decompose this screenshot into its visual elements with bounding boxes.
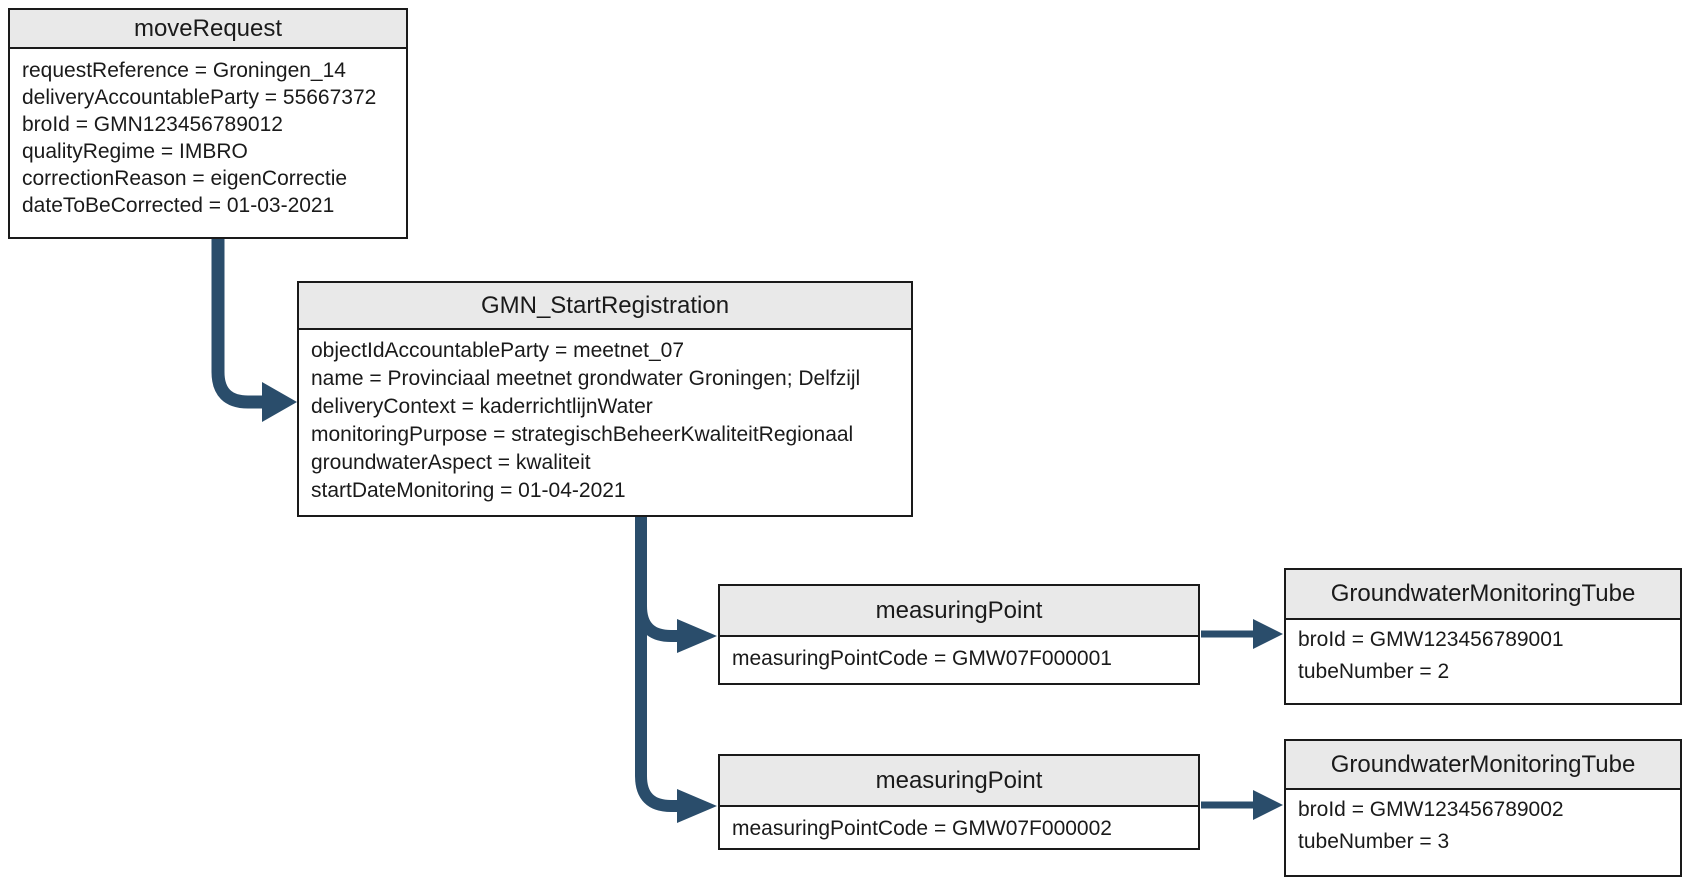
node-move-request-attributes: requestReference = Groningen_14 delivery… xyxy=(10,49,406,227)
node-groundwater-monitoring-tube-2-title: GroundwaterMonitoringTube xyxy=(1286,741,1680,790)
node-move-request-title: moveRequest xyxy=(10,10,406,49)
attribute-tube-number: tubeNumber = 2 xyxy=(1298,660,1450,683)
attribute-monitoring-purpose: monitoringPurpose = strategischBeheerKwa… xyxy=(311,423,854,446)
attribute-name: name = Provinciaal meetnet grondwater Gr… xyxy=(311,367,861,390)
attribute-bro-id: broId = GMW123456789002 xyxy=(1298,798,1564,821)
node-measuring-point-2: measuringPoint measuringPointCode = GMW0… xyxy=(718,754,1200,850)
node-groundwater-monitoring-tube-1-title: GroundwaterMonitoringTube xyxy=(1286,570,1680,620)
connector-moverequest-to-gmn xyxy=(211,239,263,409)
connector-gmn-to-measuringpoint2 xyxy=(635,517,678,812)
attribute-start-date-monitoring: startDateMonitoring = 01-04-2021 xyxy=(311,479,626,502)
arrowhead-measuringpoint2-to-tube2 xyxy=(1253,790,1283,820)
attribute-measuring-point-code: measuringPointCode = GMW07F000001 xyxy=(732,647,1112,670)
node-move-request: moveRequest requestReference = Groningen… xyxy=(8,8,408,239)
attribute-quality-regime: qualityRegime = IMBRO xyxy=(22,140,248,163)
node-groundwater-monitoring-tube-2-attributes: broId = GMW123456789002 tubeNumber = 3 xyxy=(1286,790,1680,866)
attribute-date-to-be-corrected: dateToBeCorrected = 01-03-2021 xyxy=(22,194,335,217)
attribute-bro-id: broId = GMW123456789001 xyxy=(1298,628,1564,651)
attribute-correction-reason: correctionReason = eigenCorrectie xyxy=(22,167,348,190)
arrowhead-gmn-to-measuringpoint2 xyxy=(677,789,717,823)
node-gmn-start-registration-attributes: objectIdAccountableParty = meetnet_07 na… xyxy=(299,330,911,513)
attribute-measuring-point-code: measuringPointCode = GMW07F000002 xyxy=(732,817,1112,840)
node-measuring-point-1-attributes: measuringPointCode = GMW07F000001 xyxy=(720,637,1198,680)
node-measuring-point-1: measuringPoint measuringPointCode = GMW0… xyxy=(718,584,1200,685)
arrowhead-gmn-to-measuringpoint1 xyxy=(677,619,717,653)
node-groundwater-monitoring-tube-1: GroundwaterMonitoringTube broId = GMW123… xyxy=(1284,568,1682,705)
node-groundwater-monitoring-tube-1-attributes: broId = GMW123456789001 tubeNumber = 2 xyxy=(1286,620,1680,696)
node-measuring-point-2-title: measuringPoint xyxy=(720,756,1198,807)
attribute-groundwater-aspect: groundwaterAspect = kwaliteit xyxy=(311,451,591,474)
arrowhead-measuringpoint1-to-tube1 xyxy=(1253,619,1283,649)
attribute-tube-number: tubeNumber = 3 xyxy=(1298,830,1450,853)
attribute-request-reference: requestReference = Groningen_14 xyxy=(22,59,346,82)
attribute-object-id-accountable-party: objectIdAccountableParty = meetnet_07 xyxy=(311,339,684,362)
connector-gmn-to-measuringpoint1 xyxy=(635,600,678,642)
attribute-delivery-context: deliveryContext = kaderrichtlijnWater xyxy=(311,395,653,418)
node-groundwater-monitoring-tube-2: GroundwaterMonitoringTube broId = GMW123… xyxy=(1284,739,1682,877)
arrowhead-moverequest-to-gmn xyxy=(262,382,297,422)
node-measuring-point-2-attributes: measuringPointCode = GMW07F000002 xyxy=(720,807,1198,850)
node-gmn-start-registration: GMN_StartRegistration objectIdAccountabl… xyxy=(297,281,913,517)
attribute-bro-id: broId = GMN123456789012 xyxy=(22,113,283,136)
node-measuring-point-1-title: measuringPoint xyxy=(720,586,1198,637)
attribute-delivery-accountable-party: deliveryAccountableParty = 55667372 xyxy=(22,86,377,109)
node-gmn-start-registration-title: GMN_StartRegistration xyxy=(299,283,911,330)
